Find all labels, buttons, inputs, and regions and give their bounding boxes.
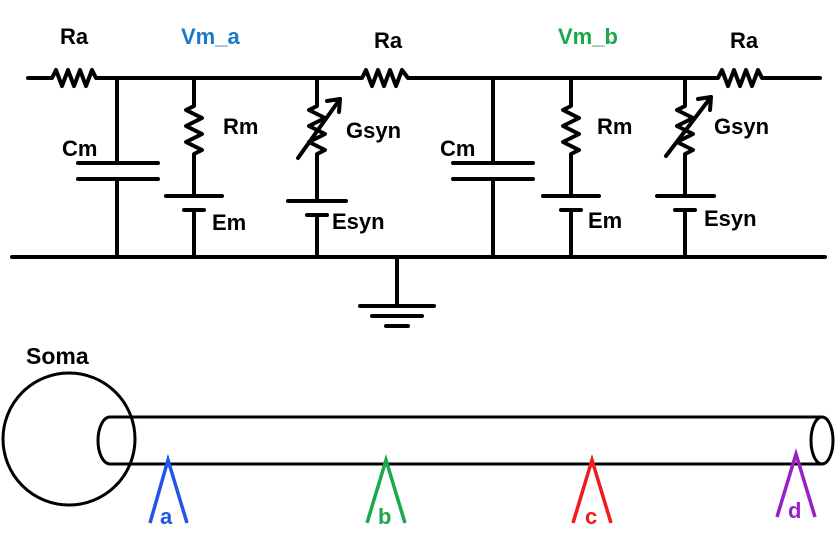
- compartment-b: [451, 76, 716, 259]
- variable-resistor-gsyn-a: [286, 76, 348, 259]
- electrode-b: b: [365, 453, 407, 529]
- compartment-a: [76, 76, 348, 259]
- electrode-b-label: b: [378, 504, 391, 529]
- variable-resistor-gsyn-b: [655, 76, 716, 259]
- electrode-a: a: [148, 453, 189, 529]
- label-ra-2: Ra: [374, 28, 403, 53]
- neuron: Soma a b c d: [1, 343, 835, 529]
- label-ra-1: Ra: [60, 24, 89, 49]
- label-esyn-a: Esyn: [332, 209, 385, 234]
- soma-circle: [1, 371, 137, 507]
- electrode-c-label: c: [585, 504, 597, 529]
- label-cm-a: Cm: [62, 136, 97, 161]
- label-vm-b: Vm_b: [558, 24, 618, 49]
- ground-icon: [358, 255, 436, 328]
- resistor-rm-a: [164, 76, 224, 259]
- label-gsyn-a: Gsyn: [346, 118, 401, 143]
- label-em-b: Em: [588, 208, 622, 233]
- electrode-d: d: [775, 447, 817, 523]
- label-ra-3: Ra: [730, 28, 759, 53]
- electrode-c: c: [571, 453, 613, 529]
- label-rm-b: Rm: [597, 114, 632, 139]
- label-rm-a: Rm: [223, 114, 258, 139]
- label-cm-b: Cm: [440, 136, 475, 161]
- dendrite-cylinder: [96, 415, 835, 466]
- capacitor-cm-b: [451, 76, 535, 259]
- label-vm-a: Vm_a: [181, 24, 240, 49]
- capacitor-cm-a: [76, 76, 160, 259]
- label-em-a: Em: [212, 210, 246, 235]
- top-rail: [26, 68, 822, 88]
- label-gsyn-b: Gsyn: [714, 114, 769, 139]
- soma-label: Soma: [26, 343, 89, 369]
- label-esyn-b: Esyn: [704, 206, 757, 231]
- resistor-rm-b: [541, 76, 601, 259]
- electrode-d-label: d: [788, 498, 801, 523]
- electrode-a-label: a: [160, 504, 173, 529]
- circuit: Ra Vm_a Ra Vm_b Ra Cm Rm Gsyn Em Esyn Cm…: [10, 24, 827, 328]
